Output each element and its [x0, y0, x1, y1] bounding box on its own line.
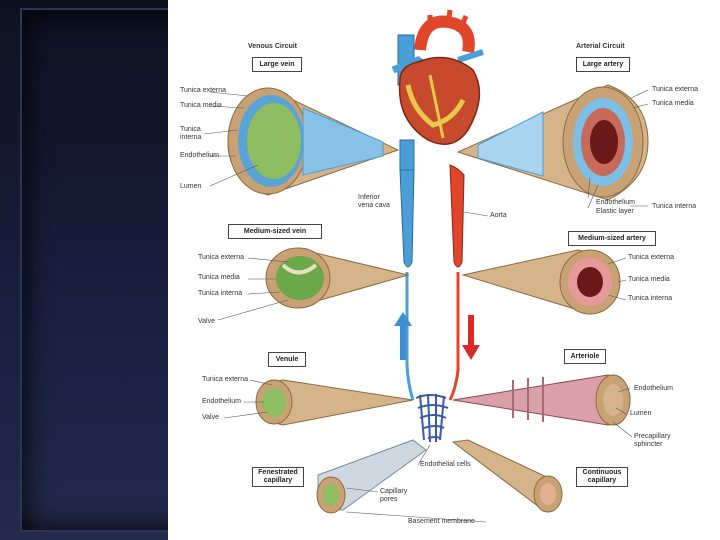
ar-endothelium-label: Endothelium [634, 385, 673, 392]
aorta-label: Aorta [490, 212, 507, 219]
capillary-pores-label-1: Capillary [380, 488, 408, 495]
vn-externa-label: Tunica externa [202, 376, 249, 383]
la-externa-label: Tunica externa [652, 86, 699, 93]
venule-box: Venule [268, 352, 306, 367]
pulmonary-artery [457, 49, 484, 63]
continuous-capillary-box: Continuous capillary [576, 467, 628, 487]
arterial-circuit-header: Arterial Circuit [576, 43, 625, 50]
ma-externa-label: Tunica externa [628, 254, 675, 261]
la-interna-label: Tunica interna [652, 203, 697, 210]
lv-interna-label-1: Tunica [180, 126, 201, 133]
arteriole-box: Arteriole [564, 349, 606, 364]
fenestrated-capillary-illustration [316, 439, 427, 514]
large-vein-box: Large vein [252, 57, 302, 72]
mv-interna-label: Tunica interna [198, 290, 243, 297]
venous-trunk [399, 139, 415, 401]
arteriole-illustration [452, 374, 631, 426]
medium-vein-box: Medium-sized vein [228, 224, 322, 239]
ma-interna-label: Tunica interna [628, 295, 673, 302]
venule-illustration [255, 379, 414, 426]
medium-artery-illustration [461, 249, 621, 315]
large-artery-box: Large artery [576, 57, 630, 72]
ivc-label-2: vena cava [358, 202, 390, 209]
large-vein-illustration [227, 87, 400, 196]
coronary-vessel [428, 74, 445, 139]
ar-sphincter-label-1: Precapillary [634, 433, 671, 440]
venule-line [405, 272, 415, 401]
arrow-down-icon [462, 315, 480, 360]
arteriole-line [448, 272, 460, 401]
arrow-up-icon [394, 312, 412, 360]
aorta-tube [449, 164, 465, 268]
aortic-branches [427, 9, 469, 31]
vessel-illustration [203, 9, 649, 523]
capillary-pores-label-2: pores [380, 496, 398, 503]
la-elastic-label: Elastic layer [596, 208, 634, 215]
leader-lines [203, 89, 649, 523]
lv-externa-label: Tunica externa [180, 87, 227, 94]
venous-circuit-header: Venous Circuit [248, 43, 298, 50]
vn-valve-label: Valve [202, 414, 219, 421]
ivc-label-1: Inferior [358, 194, 380, 201]
mv-valve-label: Valve [198, 318, 215, 325]
fenestrated-line-2: capillary [263, 477, 293, 484]
la-media-label: Tunica media [652, 100, 694, 107]
ma-media-label: Tunica media [628, 276, 670, 283]
medium-vein-illustration [265, 247, 410, 309]
lv-lumen-label: Lumen [180, 183, 202, 190]
arterial-trunk [448, 164, 465, 401]
mv-externa-label: Tunica externa [198, 254, 245, 261]
heart-illustration [391, 9, 484, 145]
continuous-capillary-illustration [451, 439, 563, 513]
ivc-upper [399, 139, 415, 171]
fenestrated-capillary-box: Fenestrated capillary [252, 467, 304, 487]
lv-endothelium-label: Endothelium [180, 152, 219, 159]
basement-membrane-label: Basement membrane [408, 518, 475, 525]
blood-vessel-figure: Venous Circuit Arterial Circuit Large ve… [168, 0, 720, 540]
large-artery-illustration [456, 84, 649, 201]
ivc-lower [399, 169, 415, 268]
continuous-line-1: Continuous [582, 469, 622, 476]
coronary-fat [405, 84, 466, 128]
continuous-line-2: capillary [587, 477, 617, 484]
heart-body [398, 56, 481, 145]
flow-arrows [394, 312, 480, 360]
vn-endothelium-label: Endothelium [202, 398, 241, 405]
medium-artery-box: Medium-sized artery [568, 231, 656, 246]
endothelial-cells-label: Endothelial cells [420, 461, 471, 468]
lv-media-label: Tunica media [180, 102, 222, 109]
ar-sphincter-label-2: sphincter [634, 441, 663, 448]
la-endothelium-label: Endothelium [596, 199, 635, 206]
capillary-network [415, 393, 449, 443]
lv-interna-label-2: interna [180, 134, 202, 141]
ar-lumen-label: Lumen [630, 410, 652, 417]
mv-media-label: Tunica media [198, 274, 240, 281]
fenestrated-line-1: Fenestrated [258, 469, 298, 476]
